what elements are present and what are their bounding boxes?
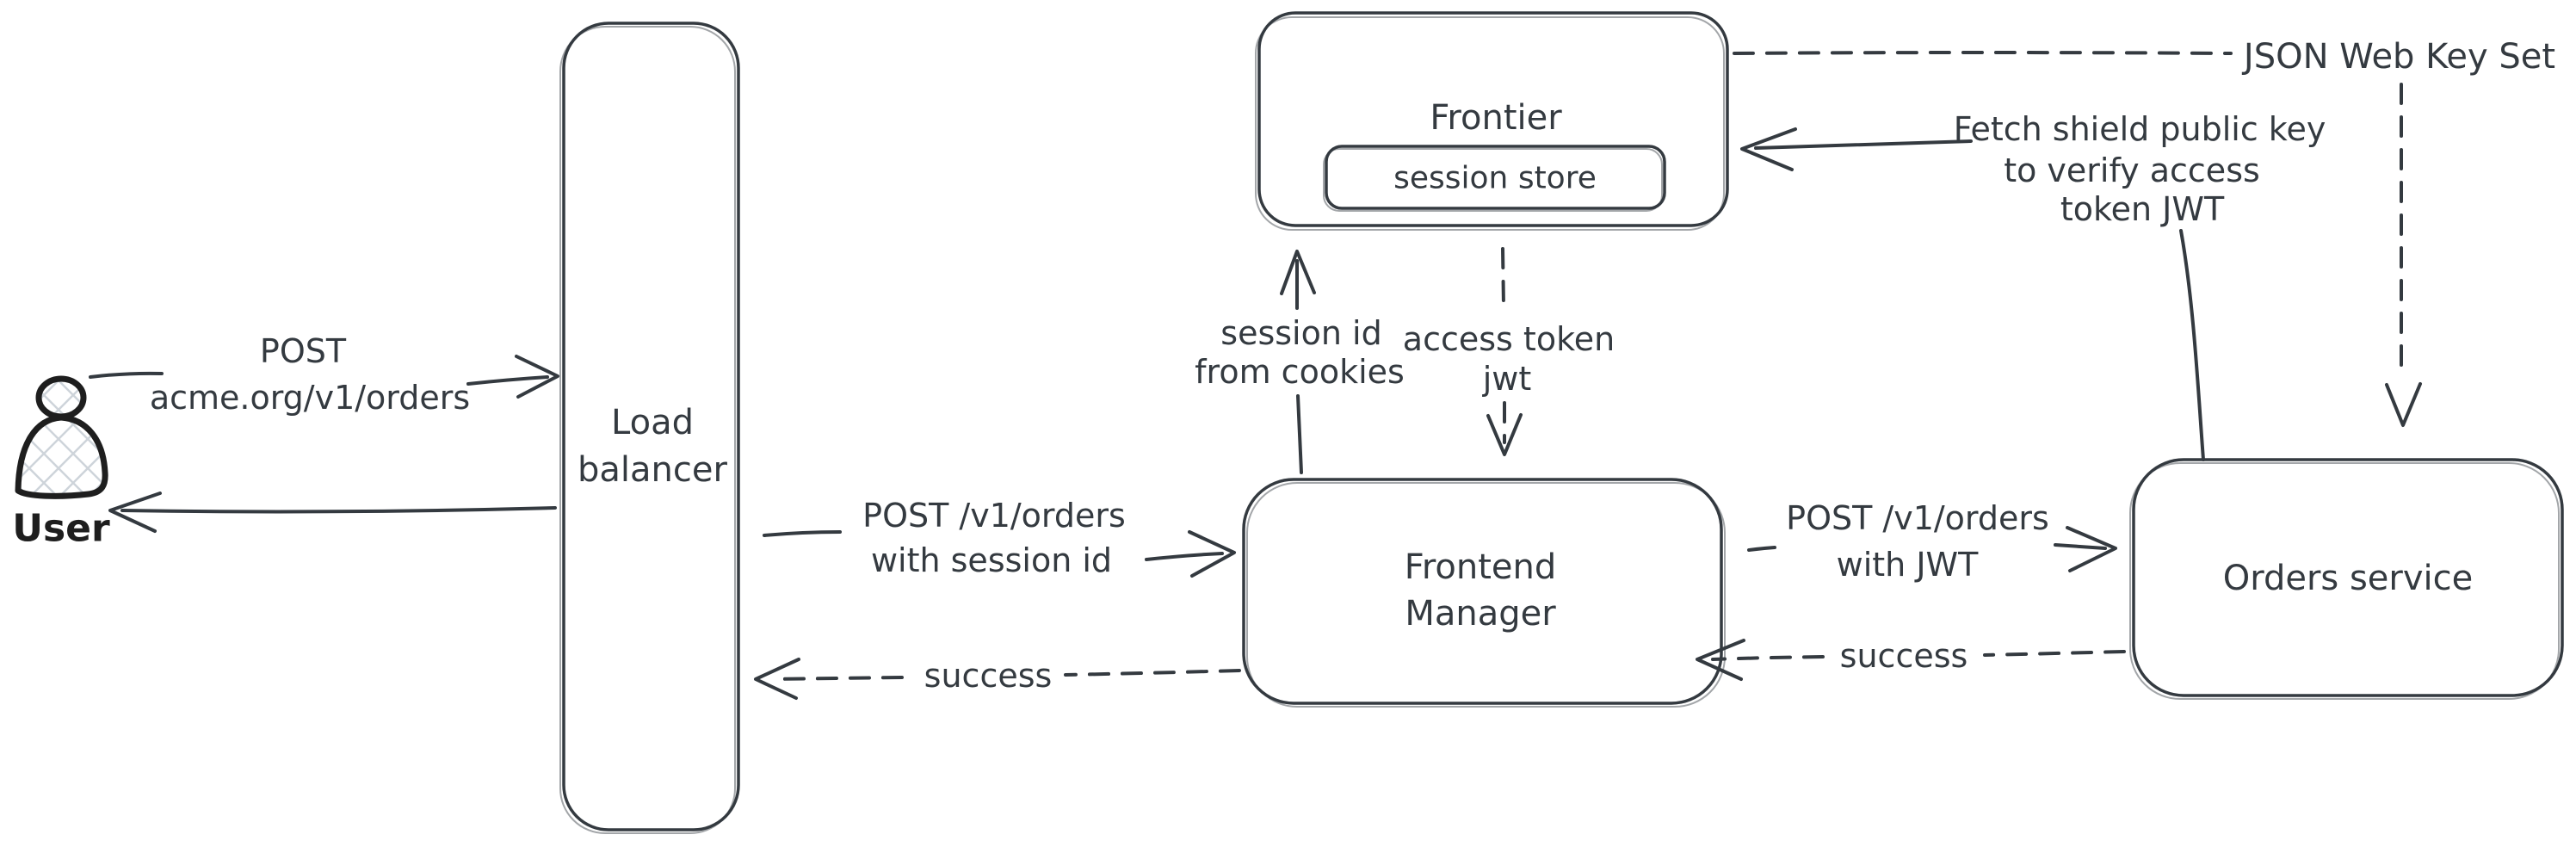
arrow-fm-to-frontier (1280, 250, 1316, 474)
arrow-orders-to-fm-success (1696, 639, 2126, 681)
orders-service-label: Orders service (2223, 559, 2474, 598)
session-store-box (1323, 145, 1666, 212)
frontend-manager-label-line1: Frontend (1405, 547, 1557, 587)
load-balancer-box (559, 22, 740, 834)
label-user-to-lb-line1: POST (260, 332, 347, 370)
arrow-fm-to-orders-service (1747, 526, 2117, 572)
label-frontier-to-fm-line2: jwt (1482, 360, 1532, 398)
label-frontier-to-fm-line1: access token (1403, 320, 1615, 358)
label-fm-to-frontier-line2: from cookies (1195, 353, 1405, 391)
label-user-to-lb-line2: acme.org/v1/orders (150, 379, 470, 417)
label-lb-to-fm-line1: POST /v1/orders (862, 497, 1126, 535)
user-icon (15, 375, 108, 499)
user-label: User (12, 507, 110, 551)
arrow-load-balancer-to-user (108, 492, 557, 533)
orders-service-box (2129, 458, 2564, 700)
load-balancer-label-line1: Load (611, 403, 694, 442)
label-fm-to-orders-line1: POST /v1/orders (1786, 499, 2049, 537)
arrow-orders-to-frontier (1740, 127, 2205, 461)
frontend-manager-box (1242, 478, 1726, 708)
label-json-web-key-set: JSON Web Key Set (2241, 37, 2555, 77)
label-fm-to-lb-success: success (924, 657, 1053, 695)
frontier-label: Frontier (1430, 98, 1562, 138)
label-fm-to-frontier-line1: session id (1220, 314, 1381, 352)
frontend-manager-label-line2: Manager (1405, 594, 1556, 634)
arrow-fm-to-lb-success (754, 658, 1241, 700)
arrow-frontier-to-fm (1486, 247, 1523, 456)
label-orders-to-fm-success: success (1840, 637, 1968, 675)
label-orders-to-frontier-line2: to verify access (2004, 151, 2260, 189)
arrow-user-to-load-balancer (89, 355, 559, 399)
session-store-label: session store (1393, 161, 1597, 196)
label-fm-to-orders-line2: with JWT (1837, 546, 1979, 584)
load-balancer-label-line2: balancer (578, 450, 727, 490)
label-lb-to-fm-line2: with session id (871, 541, 1112, 579)
arrow-lb-to-frontend-manager (763, 530, 1236, 578)
label-orders-to-frontier-line3: token JWT (2060, 190, 2225, 228)
arrow-frontier-to-jwks (1733, 51, 2422, 427)
label-orders-to-frontier-line1: Fetch shield public key (1954, 110, 2326, 148)
